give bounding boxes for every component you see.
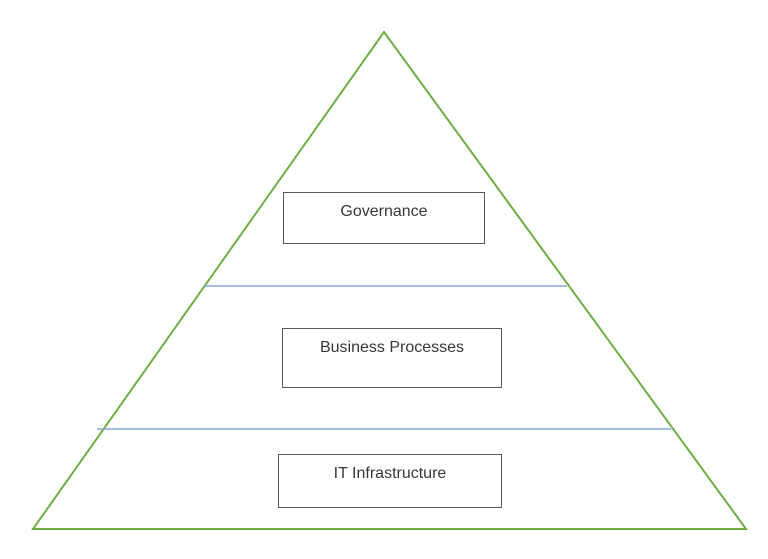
pyramid-outline-shape	[31, 30, 748, 530]
level-box-business-processes: Business Processes	[282, 328, 502, 388]
level-label-governance: Governance	[340, 203, 428, 220]
level-label-business-processes: Business Processes	[319, 339, 465, 356]
level-box-governance: Governance	[283, 192, 485, 244]
level-label-it-infrastructure: IT Infrastructure	[333, 465, 447, 482]
level-box-it-infrastructure: IT Infrastructure	[278, 454, 502, 508]
